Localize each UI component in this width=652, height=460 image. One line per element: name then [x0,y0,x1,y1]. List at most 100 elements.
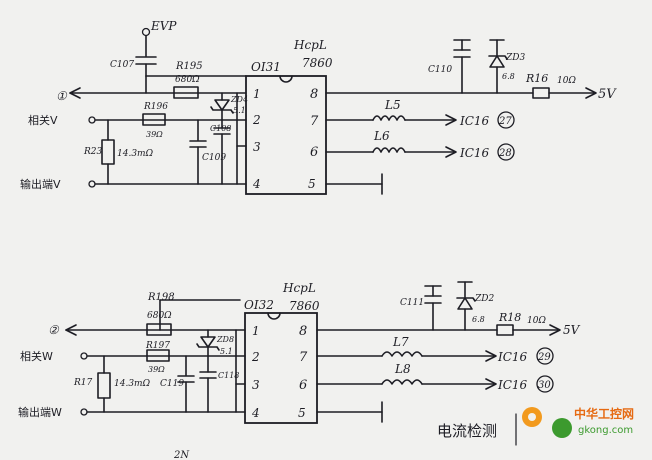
ic16-29-number: 29 [537,352,551,363]
ic-oi32-body [244,312,318,424]
evp-terminal [141,27,151,37]
ic16-28-label: IC16 [459,146,490,160]
w-output-terminal [80,408,88,416]
zd8-value: 5.1 [220,347,233,356]
l6-label: L6 [373,129,390,143]
bottom-pin-3: 3 [252,378,260,392]
c107-label: C107 [110,60,134,70]
l8-arrow [485,378,497,390]
ic-oi31-notch [279,75,293,83]
zd4-symbol [214,99,230,111]
v-output-terminal [88,180,96,188]
ic-oi31-part: HcpL [293,38,327,52]
ic16-27-number: 27 [498,116,512,127]
c118-label: C118 [218,371,239,380]
c109-label: C109 [202,153,226,163]
ic16-30-circle [536,375,554,393]
r196-body [142,113,166,126]
zd3-label: ZD3 [505,53,525,63]
top-pin-5: 5 [308,177,316,191]
node1-arrow [69,87,81,99]
c111-label: C111 [400,298,424,308]
top-pin-6: 6 [310,145,318,160]
ic16-29-circle [536,347,554,365]
ic-oi31-number: 7860 [302,56,333,70]
ic16-27-label: IC16 [459,114,490,128]
r17-label: R17 [73,378,93,388]
bottom-pin-5: 5 [298,406,306,420]
bottom-pin-8: 8 [299,324,307,339]
zd4-value: 5.1 [233,106,246,115]
zd8-label: ZD8 [216,335,234,344]
l8-coil [381,379,423,385]
c110-label: C110 [428,65,452,75]
bottom-pin-6: 6 [299,378,307,393]
ic16-30-number: 30 [538,380,551,391]
r198-value: 680Ω [147,311,172,321]
r17-body [97,372,111,399]
w-output-label: 输出端W [18,405,62,419]
zd2-value: 6.8 [472,315,485,324]
bottom-pin-4: 4 [251,406,260,420]
bottom-pin-1: 1 [252,324,260,338]
node2-arrow [65,324,77,336]
top-pin-7: 7 [310,114,319,129]
ic16-29-label: IC16 [497,350,528,364]
ic16-27-circle [497,111,515,129]
ic-oi32-part: HcpL [282,281,316,295]
r18-label: R18 [498,311,521,324]
ic16-28-number: 28 [498,148,512,159]
ic16-30-label: IC16 [497,378,528,392]
w-input-terminal [80,352,88,360]
top-pin-3: 3 [253,140,261,154]
zd3-value: 6.8 [502,72,515,81]
rail-label-top: 5V [598,87,617,102]
rail-arrow-bottom [549,324,561,336]
bottom-pin-7: 7 [299,350,308,365]
r23-body [101,139,115,165]
zd3-bar [488,55,508,60]
top-pin-4: 4 [252,177,261,191]
rail-arrow-top [585,87,597,99]
ic-oi32-notch [267,312,281,320]
l7-coil [381,351,423,357]
v-output-label: 输出端V [20,177,61,191]
watermark-logo: 中华工控网 gkong.com [522,406,634,438]
l6-coil [372,147,406,153]
r197-label: R197 [145,341,170,351]
node2-circle: ② [48,323,60,337]
watermark-url: gkong.com [578,425,633,436]
l8-label: L8 [394,362,411,376]
r16-body [532,87,550,99]
c119-label: C119 [160,379,184,389]
r198-label: R198 [147,292,175,303]
top-pin-1: 1 [253,87,261,101]
r196-label: R196 [143,102,168,112]
u-input-terminal [88,116,96,124]
r195-body [173,86,199,99]
top-circuit: EVP C107 ① R195 680Ω 相关V R196 39Ω R23 14… [20,19,617,195]
r16-value: 10Ω [557,76,576,86]
r17-value: 14.3mΩ [114,379,151,389]
zd2-bar [456,297,476,302]
l7-arrow [485,350,497,362]
watermark-name: 中华工控网 [574,406,634,421]
zd3-symbol [489,55,505,68]
l5-arrow [445,114,457,126]
r195-label: R195 [175,61,203,72]
r195-value: 680Ω [175,75,200,85]
zd4-label: ZD4 [230,95,248,104]
zd2-symbol [457,297,473,310]
r198-body [146,323,172,336]
cutoff-text: 2N [173,450,190,460]
w-input-label: 相关W [20,349,53,363]
r197-value: 39Ω [148,365,165,374]
r23-label: R23 [83,147,103,157]
r197-body [146,349,170,362]
l5-label: L5 [384,98,401,112]
top-pin-8: 8 [310,87,318,102]
r196-value: 39Ω [146,130,163,139]
r18-value: 10Ω [527,316,546,326]
